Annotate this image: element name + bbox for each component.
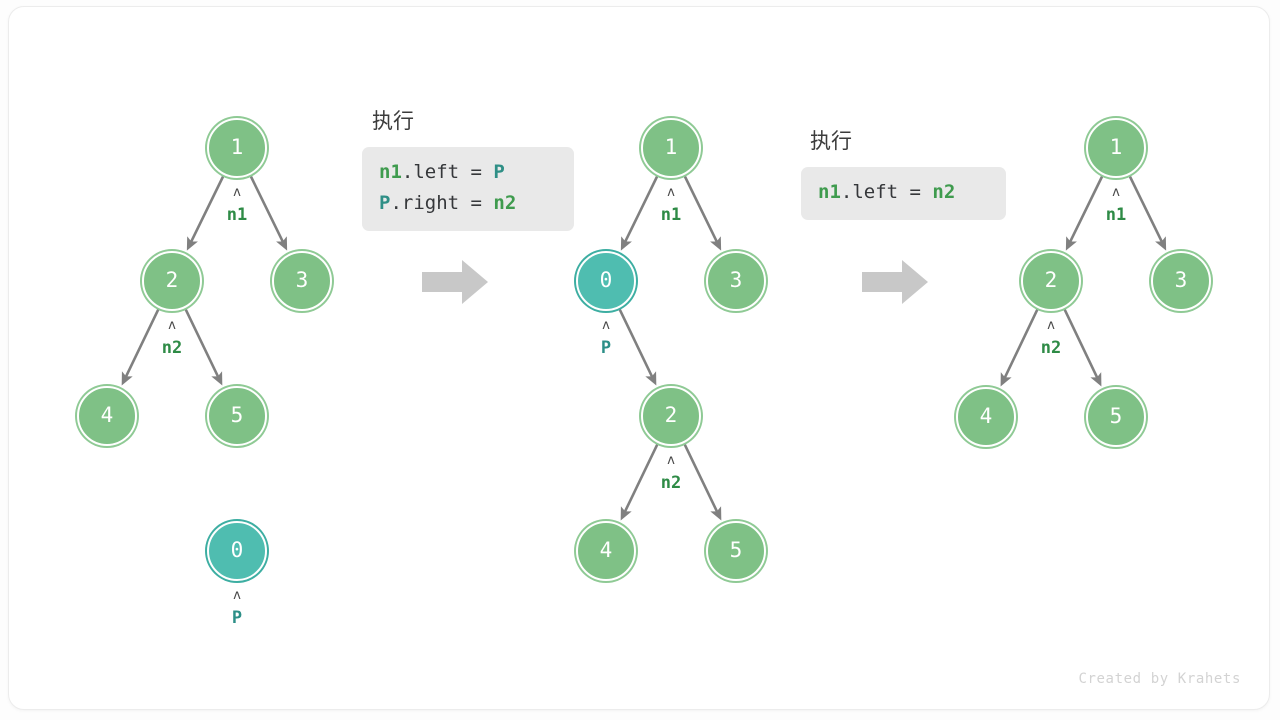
code-token: =	[909, 181, 933, 203]
step-3-node-4: 4	[956, 387, 1016, 447]
code-token: n2	[932, 181, 956, 203]
node-value: 5	[230, 402, 244, 427]
pointer-caret-icon: ʌ	[233, 185, 241, 200]
code-token: .left	[401, 161, 471, 183]
step-1-node-1: 1	[207, 118, 267, 178]
step-1-pointer-n1: ʌ n1	[207, 185, 267, 226]
node-value: 1	[664, 134, 678, 159]
step-1-node-2: 2	[142, 251, 202, 311]
transition-arrow-1	[422, 259, 488, 305]
node-value: 4	[979, 403, 993, 428]
code-line: P.right = n2	[379, 188, 557, 219]
code-token: =	[470, 161, 494, 183]
step-2-caption: 执行	[372, 109, 414, 133]
node-value: 2	[664, 402, 678, 427]
right-arrow-icon	[862, 260, 928, 304]
node-value: 4	[100, 402, 114, 427]
pointer-caret-icon: ʌ	[1047, 318, 1055, 333]
pointer-label: n2	[161, 338, 183, 358]
code-token: .left	[840, 181, 910, 203]
step-3-node-3: 3	[1151, 251, 1211, 311]
node-value: 5	[1109, 403, 1123, 428]
pointer-caret-icon: ʌ	[667, 453, 675, 468]
code-token: =	[470, 192, 494, 214]
code-token: n1	[379, 161, 402, 183]
node-value: 3	[729, 267, 743, 292]
step-1-node-5: 5	[207, 386, 267, 446]
transition-arrow-2	[862, 259, 928, 305]
pointer-label: P	[600, 338, 612, 358]
pointer-label: P	[231, 608, 243, 628]
step-3-node-5: 5	[1086, 387, 1146, 447]
step-3-pointer-n2: ʌ n2	[1021, 318, 1081, 359]
pointer-label: n1	[660, 205, 682, 225]
step-1-pointer-n2: ʌ n2	[142, 318, 202, 359]
step-2-node-1: 1	[641, 118, 701, 178]
code-line: n1.left = n2	[818, 177, 989, 208]
node-value: 0	[599, 267, 613, 292]
code-token: n1	[818, 181, 841, 203]
pointer-label: n1	[1105, 205, 1127, 225]
code-token: P	[493, 161, 505, 183]
watermark: Created by Krahets	[1078, 671, 1241, 687]
code-token: n2	[493, 192, 517, 214]
step-1-node-0: 0	[207, 521, 267, 581]
step-3-node-1: 1	[1086, 118, 1146, 178]
step-2-node-2: 2	[641, 386, 701, 446]
pointer-label: n2	[660, 473, 682, 493]
pointer-caret-icon: ʌ	[667, 185, 675, 200]
step-2-pointer-n2: ʌ n2	[641, 453, 701, 494]
code-token: .right	[390, 192, 471, 214]
node-value: 1	[1109, 134, 1123, 159]
node-value: 5	[729, 537, 743, 562]
node-value: 3	[295, 267, 309, 292]
node-value: 0	[230, 537, 244, 562]
code-token: P	[379, 192, 391, 214]
step-2-node-4: 4	[576, 521, 636, 581]
step-3-caption: 执行	[810, 129, 852, 153]
pointer-label: n1	[226, 205, 248, 225]
node-value: 3	[1174, 267, 1188, 292]
step-2-pointer-n1: ʌ n1	[641, 185, 701, 226]
pointer-label: n2	[1040, 338, 1062, 358]
pointer-caret-icon: ʌ	[168, 318, 176, 333]
node-value: 4	[599, 537, 613, 562]
step-2-node-3: 3	[706, 251, 766, 311]
pointer-caret-icon: ʌ	[1112, 185, 1120, 200]
node-value: 2	[1044, 267, 1058, 292]
pointer-caret-icon: ʌ	[233, 588, 241, 603]
node-value: 2	[165, 267, 179, 292]
code-line: n1.left = P	[379, 157, 557, 188]
step-1-node-4: 4	[77, 386, 137, 446]
pointer-caret-icon: ʌ	[602, 318, 610, 333]
step-3-node-2: 2	[1021, 251, 1081, 311]
right-arrow-icon	[422, 260, 488, 304]
step-2-node-0: 0	[576, 251, 636, 311]
step-1-node-3: 3	[272, 251, 332, 311]
step-2-node-5: 5	[706, 521, 766, 581]
code-box-2: n1.left = n2	[801, 167, 1006, 220]
step-3-pointer-n1: ʌ n1	[1086, 185, 1146, 226]
node-value: 1	[230, 134, 244, 159]
